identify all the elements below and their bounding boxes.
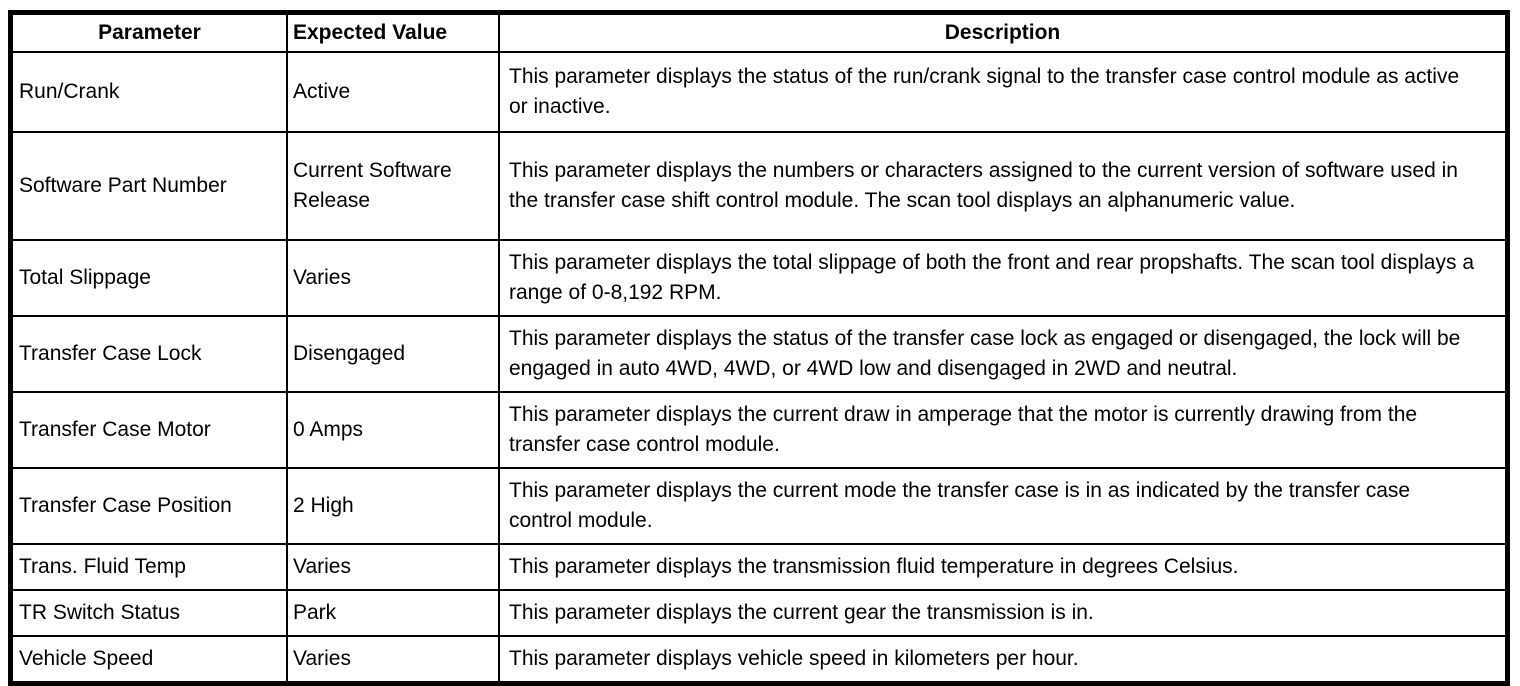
- cell-expected-value: Current Software Release: [286, 131, 500, 241]
- table-row: Trans. Fluid Temp Varies This parameter …: [9, 543, 1509, 591]
- cell-description: This parameter displays the current gear…: [498, 589, 1509, 637]
- table-body: Run/Crank Active This parameter displays…: [9, 51, 1509, 685]
- cell-parameter: Trans. Fluid Temp: [9, 543, 288, 591]
- cell-description: This parameter displays the transmission…: [498, 543, 1509, 591]
- table-row: Software Part Number Current Software Re…: [9, 131, 1509, 241]
- cell-parameter: Software Part Number: [9, 131, 288, 241]
- cell-description: This parameter displays the current draw…: [498, 391, 1509, 469]
- cell-description: This parameter displays the numbers or c…: [498, 131, 1509, 241]
- table-row: Vehicle Speed Varies This parameter disp…: [9, 635, 1509, 685]
- table-header: Parameter Expected Value Description: [9, 11, 1509, 53]
- header-row: Parameter Expected Value Description: [9, 11, 1509, 53]
- table-row: Transfer Case Position 2 High This param…: [9, 467, 1509, 545]
- header-parameter: Parameter: [9, 11, 288, 53]
- cell-expected-value: Varies: [286, 239, 500, 317]
- header-description: Description: [498, 11, 1509, 53]
- cell-parameter: Total Slippage: [9, 239, 288, 317]
- cell-parameter: Run/Crank: [9, 51, 288, 133]
- cell-description: This parameter displays vehicle speed in…: [498, 635, 1509, 685]
- table-row: TR Switch Status Park This parameter dis…: [9, 589, 1509, 637]
- cell-description: This parameter displays the status of th…: [498, 315, 1509, 393]
- cell-parameter: Transfer Case Motor: [9, 391, 288, 469]
- cell-expected-value: Varies: [286, 635, 500, 685]
- cell-parameter: Transfer Case Position: [9, 467, 288, 545]
- cell-expected-value: Disengaged: [286, 315, 500, 393]
- table-row: Run/Crank Active This parameter displays…: [9, 51, 1509, 133]
- cell-parameter: TR Switch Status: [9, 589, 288, 637]
- cell-parameter: Vehicle Speed: [9, 635, 288, 685]
- document-page: Parameter Expected Value Description Run…: [8, 10, 1510, 686]
- table-row: Total Slippage Varies This parameter dis…: [9, 239, 1509, 317]
- cell-parameter: Transfer Case Lock: [9, 315, 288, 393]
- cell-expected-value: Park: [286, 589, 500, 637]
- cell-expected-value: Active: [286, 51, 500, 133]
- cell-description: This parameter displays the current mode…: [498, 467, 1509, 545]
- cell-expected-value: Varies: [286, 543, 500, 591]
- table-row: Transfer Case Lock Disengaged This param…: [9, 315, 1509, 393]
- table-row: Transfer Case Motor 0 Amps This paramete…: [9, 391, 1509, 469]
- cell-expected-value: 0 Amps: [286, 391, 500, 469]
- parameter-table: Parameter Expected Value Description Run…: [8, 10, 1510, 686]
- header-expected-value: Expected Value: [286, 11, 500, 53]
- cell-description: This parameter displays the total slippa…: [498, 239, 1509, 317]
- cell-description: This parameter displays the status of th…: [498, 51, 1509, 133]
- cell-expected-value: 2 High: [286, 467, 500, 545]
